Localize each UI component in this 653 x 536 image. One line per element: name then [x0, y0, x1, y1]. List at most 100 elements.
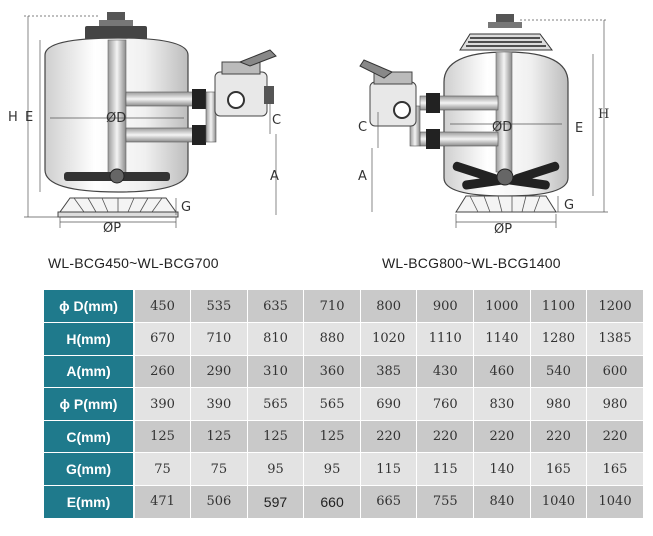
- right-E-label: E: [575, 121, 583, 136]
- table-cell: 980: [586, 387, 644, 421]
- table-cell: 125: [247, 420, 305, 454]
- right-filter-drawing: H E ØD C A G ØP: [358, 14, 609, 237]
- table-cell: 95: [247, 452, 305, 487]
- right-P-label: ØP: [494, 222, 512, 237]
- table-cell: 310: [247, 355, 305, 389]
- table-cell: 220: [473, 420, 531, 454]
- left-P-label: ØP: [103, 221, 121, 236]
- table-cell: 1100: [530, 290, 588, 324]
- table-cell: 1110: [416, 322, 475, 356]
- table-cell: 665: [360, 485, 418, 519]
- row-header: E(mm): [44, 485, 135, 519]
- table-cell: 635: [247, 290, 305, 324]
- table-cell: 600: [586, 355, 644, 389]
- table-cell: 880: [303, 322, 361, 356]
- table-cell: 290: [190, 355, 248, 389]
- left-C-label: C: [272, 113, 281, 128]
- left-model-caption: WL-BCG450~WL-BCG700: [48, 255, 219, 271]
- table-cell: 125: [134, 420, 192, 454]
- table-cell: 385: [360, 355, 418, 389]
- table-cell: 535: [190, 290, 248, 324]
- left-filter-drawing: H E ØD C A G ØP: [8, 12, 281, 236]
- table-cell: 597: [247, 485, 305, 519]
- right-D-label: ØD: [492, 120, 512, 135]
- table-cell: 1020: [360, 322, 418, 356]
- left-E-label: E: [25, 110, 33, 125]
- table-cell: 75: [190, 452, 248, 487]
- table-cell: 390: [190, 387, 248, 421]
- table-cell: 800: [360, 290, 418, 324]
- table-cell: 95: [303, 452, 361, 487]
- table-cell: 220: [360, 420, 418, 454]
- table-cell: 471: [134, 485, 192, 519]
- table-cell: 565: [303, 387, 361, 421]
- table-cell: 125: [190, 420, 248, 454]
- filter-dimension-diagrams: H E ØD C A G ØP: [8, 12, 609, 237]
- table-cell: 810: [247, 322, 305, 356]
- table-cell: 660: [303, 485, 361, 519]
- table-cell: 840: [473, 485, 531, 519]
- table-cell: 540: [530, 355, 588, 389]
- right-multiport-valve-icon: [369, 81, 417, 127]
- table-cell: 710: [190, 322, 248, 356]
- row-header: G(mm): [44, 452, 135, 487]
- right-model-caption: WL-BCG800~WL-BCG1400: [382, 255, 561, 271]
- left-H-label: H: [8, 110, 18, 125]
- table-cell: 220: [416, 420, 475, 454]
- table-cell: 165: [530, 452, 588, 487]
- table-cell: 900: [416, 290, 475, 324]
- left-A-label: A: [270, 169, 279, 184]
- top-valve-icon: [496, 14, 514, 24]
- table-cell: 460: [473, 355, 531, 389]
- table-cell: 506: [190, 485, 248, 519]
- right-G-label: G: [564, 198, 574, 213]
- table-cell: 450: [134, 290, 192, 324]
- table-cell: 670: [134, 322, 192, 356]
- row-header: ϕ P(mm): [44, 387, 135, 421]
- table-cell: 1000: [473, 290, 531, 324]
- table-cell: 220: [586, 420, 644, 454]
- table-cell: 260: [134, 355, 192, 389]
- table-cell: 690: [360, 387, 418, 421]
- row-header: A(mm): [44, 355, 135, 389]
- table-cell: 115: [416, 452, 475, 487]
- table-cell: 1040: [586, 485, 644, 519]
- table-cell: 1200: [586, 290, 644, 324]
- table-cell: 140: [473, 452, 531, 487]
- table-cell: 390: [134, 387, 192, 421]
- table-cell: 220: [530, 420, 588, 454]
- table-cell: 165: [586, 452, 644, 487]
- table-cell: 760: [416, 387, 475, 421]
- table-cell: 75: [134, 452, 192, 487]
- right-C-label: C: [358, 120, 367, 135]
- left-G-label: G: [181, 200, 191, 215]
- table-cell: 1385: [586, 322, 644, 356]
- right-A-label: A: [358, 169, 367, 184]
- table-cell: 710: [303, 290, 361, 324]
- table-cell: 1140: [473, 322, 531, 356]
- row-header: C(mm): [44, 420, 135, 454]
- right-laterals: [452, 161, 560, 190]
- table-cell: 830: [473, 387, 531, 421]
- table-cell: 1040: [530, 485, 588, 519]
- left-D-label: ØD: [106, 111, 126, 126]
- right-H-label: H: [598, 107, 609, 122]
- table-cell: 980: [530, 387, 588, 421]
- row-header: ϕ D(mm): [44, 290, 135, 324]
- table-cell: 1280: [530, 322, 588, 356]
- table-cell: 115: [360, 452, 418, 487]
- table-cell: 565: [247, 387, 305, 421]
- table-cell: 360: [303, 355, 361, 389]
- table-cell: 125: [303, 420, 361, 454]
- row-header: H(mm): [44, 322, 135, 356]
- top-knob-icon: [107, 12, 125, 22]
- table-cell: 430: [416, 355, 475, 389]
